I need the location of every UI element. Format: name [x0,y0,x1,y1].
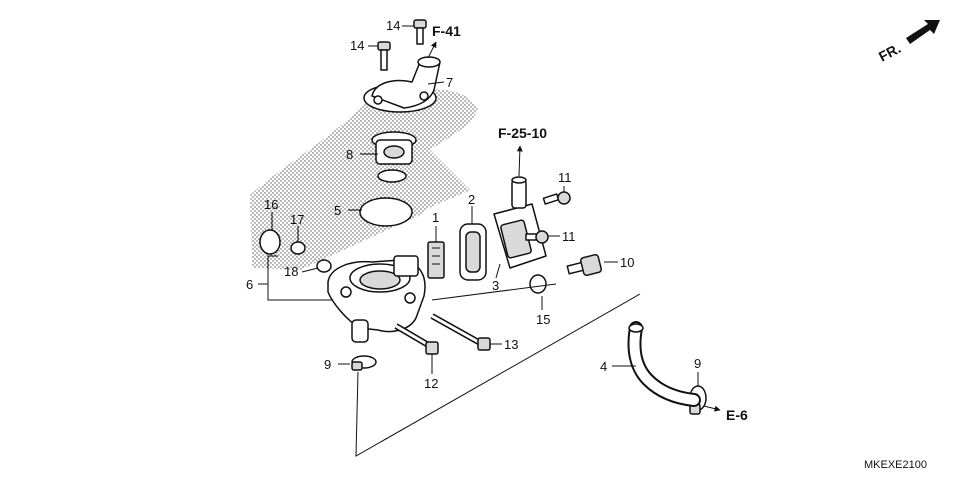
dowel-pin-18 [316,259,332,273]
hose-clamp-9-left [351,355,377,371]
thermostat-housing-6 [327,255,426,343]
callout-3: 3 [492,278,499,293]
callout-9-right: 9 [694,356,701,371]
drawing-code: MKEXE2100 [864,459,927,471]
ref-f41: F-41 [432,23,461,39]
bolt-11-upper [542,191,571,205]
callout-6: 6 [246,277,253,292]
callout-11-lower: 11 [562,229,576,244]
bolt-14-lower [377,41,391,71]
callout-5: 5 [334,203,341,218]
leader-lines [258,25,699,457]
callout-14-lower: 14 [350,38,364,53]
bolt-14-upper [413,19,427,45]
callout-7: 7 [446,75,453,90]
front-label: FR. [876,40,903,65]
arrow-to-f41 [427,41,437,59]
callout-12: 12 [424,376,438,391]
callout-16: 16 [264,197,278,212]
callout-17: 17 [290,212,304,227]
strainer-1 [427,241,445,279]
o-ring-17 [290,241,306,255]
thermostat-8 [371,131,417,183]
callout-15: 15 [536,312,550,327]
callout-4: 4 [600,359,607,374]
front-direction-arrow: FR. [876,20,940,65]
callout-13: 13 [504,337,518,352]
arrow-to-e6 [703,405,721,412]
thermostat-cover-7 [363,56,441,113]
bolt-11-lower [525,230,549,244]
water-hose-4 [627,321,701,407]
callout-14-upper: 14 [386,18,400,33]
water-outlet-3 [493,176,547,269]
o-ring-16 [259,229,281,255]
callout-1: 1 [432,210,439,225]
ref-e6: E-6 [726,407,748,423]
shaded-mounting-area [250,88,478,270]
washer-15 [529,274,547,294]
callout-11-upper: 11 [558,170,572,185]
o-ring-5 [359,197,413,227]
callout-18: 18 [284,264,298,279]
bolt-12 [394,323,439,355]
callout-2: 2 [468,192,475,207]
gasket-2 [459,223,487,281]
callout-9-left: 9 [324,357,331,372]
temperature-sensor-10 [566,253,603,277]
bolt-13 [430,313,491,351]
callout-8: 8 [346,147,353,162]
arrow-to-f2510 [516,145,523,177]
ref-f2510: F-25-10 [498,125,547,141]
callout-10: 10 [620,255,634,270]
